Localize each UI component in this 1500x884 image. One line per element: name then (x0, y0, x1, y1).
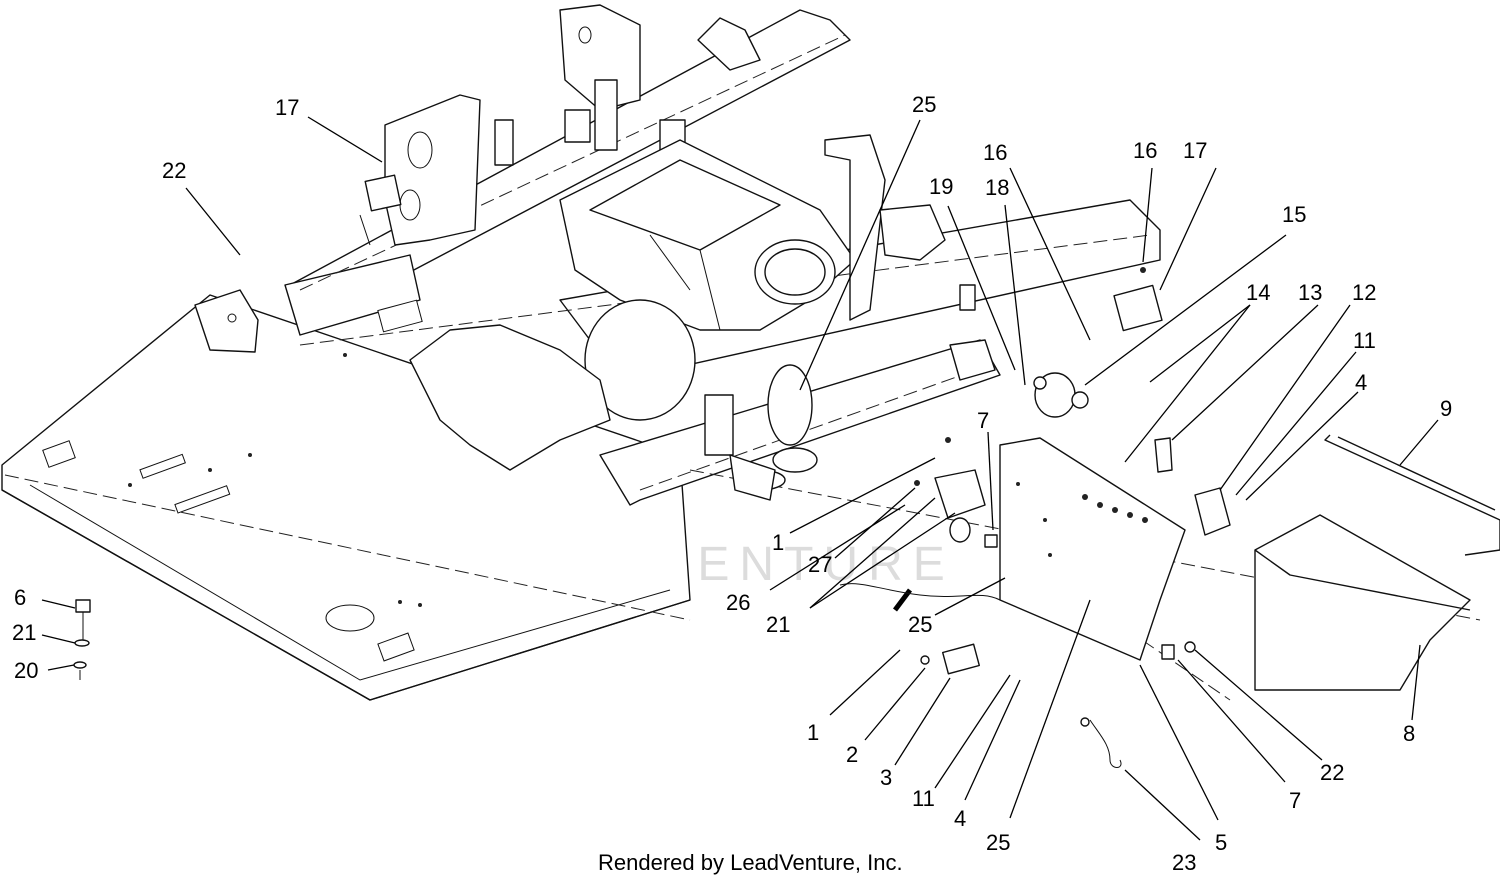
callout-20: 20 (14, 658, 38, 683)
upper-bracket-mid (697, 17, 761, 71)
callout-11-bottom: 11 (912, 786, 935, 811)
rear-crossmember (284, 254, 421, 336)
clip-bracket (1154, 437, 1173, 473)
control-panel-assembly (359, 174, 1500, 768)
callout-27: 27 (808, 552, 832, 577)
callout-25-mid: 25 (908, 612, 932, 637)
solenoid (1033, 372, 1089, 418)
callout-5: 5 (1215, 830, 1227, 855)
callout-11-top: 11 (1353, 328, 1376, 353)
callout-2: 2 (846, 742, 858, 767)
mower-frame (1, 4, 1481, 701)
right-upright (824, 134, 886, 321)
callout-8: 8 (1403, 721, 1415, 746)
bolt (1161, 644, 1175, 660)
left-fender (409, 324, 611, 471)
callout-17-left: 17 (275, 95, 299, 120)
callout-3: 3 (880, 765, 892, 790)
callout-4-bottom: 4 (954, 806, 966, 831)
bolt (984, 534, 998, 548)
callout-16-left: 16 (983, 140, 1007, 165)
callout-25-bottom: 25 (986, 830, 1010, 855)
callout-12: 12 (1352, 280, 1376, 305)
callout-14: 14 (1246, 280, 1270, 305)
callout-9: 9 (1440, 396, 1452, 421)
relay-right (1113, 267, 1163, 332)
callout-21-right: 21 (766, 612, 790, 637)
footer-credit: Rendered by LeadVenture, Inc. (598, 850, 903, 875)
small-bracket (1194, 487, 1231, 536)
callout-17-right: 17 (1183, 138, 1207, 163)
callout-7-bottom: 7 (1289, 788, 1301, 813)
relay-left (359, 174, 402, 246)
pump-assembly (704, 364, 818, 501)
ground-wire (1089, 719, 1122, 768)
callout-1-top: 1 (772, 530, 784, 555)
side-bracket (384, 94, 481, 246)
callout-25-top: 25 (912, 92, 936, 117)
key-switch-assembly (914, 437, 986, 543)
callout-13: 13 (1298, 280, 1322, 305)
callout-21-left: 21 (12, 620, 36, 645)
rear-panel (194, 289, 259, 353)
callout-1-bottom: 1 (807, 720, 819, 745)
callout-19: 19 (929, 174, 953, 199)
hardware-stack (73, 599, 91, 680)
engine (559, 139, 856, 421)
callout-23: 23 (1172, 850, 1196, 875)
hold-down-rod (1324, 434, 1500, 556)
callout-4-top: 4 (1355, 370, 1367, 395)
callout-22-top: 22 (162, 158, 186, 183)
battery-shield (1254, 514, 1471, 691)
callout-16-right: 16 (1133, 138, 1157, 163)
fuse-block (920, 643, 981, 675)
callout-22-bottom: 22 (1320, 760, 1344, 785)
callout-6: 6 (14, 585, 26, 610)
wire-harness (839, 583, 1001, 601)
leader-lines (41, 116, 1439, 841)
callout-18: 18 (985, 175, 1009, 200)
callout-7-top: 7 (977, 408, 989, 433)
callouts: 17 22 25 16 19 18 16 17 15 14 13 12 11 4… (12, 92, 1452, 875)
callout-26: 26 (726, 590, 750, 615)
callout-15: 15 (1282, 202, 1306, 227)
